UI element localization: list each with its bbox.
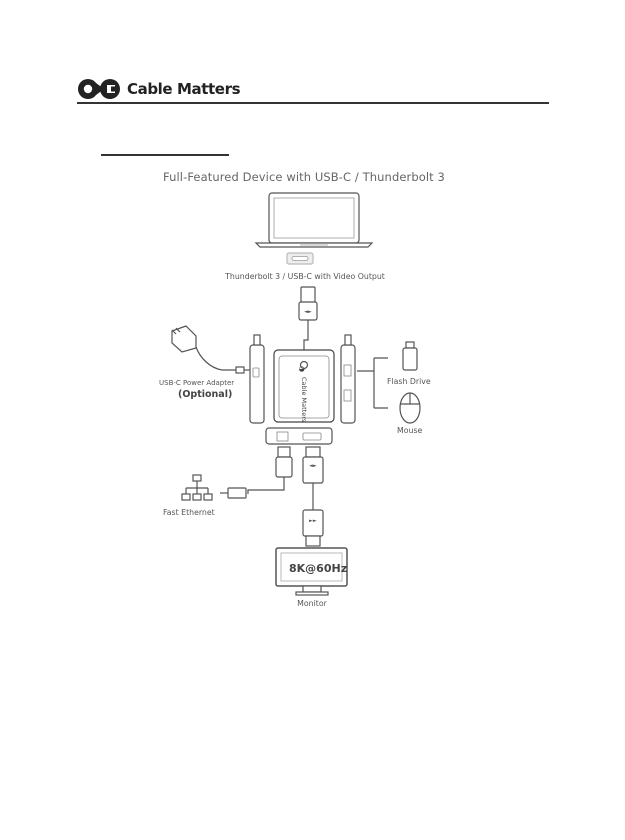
fast-ethernet-label: Fast Ethernet: [163, 508, 215, 517]
monitor-resolution: 8K@60Hz: [289, 562, 347, 575]
laptop-icon: [256, 193, 372, 247]
svg-text:►►: ►►: [309, 518, 317, 524]
mouse-label: Mouse: [397, 426, 422, 435]
laptop-port-label: Thunderbolt 3 / USB-C with Video Output: [175, 272, 435, 281]
usb-c-port-icon: [287, 253, 313, 264]
displayport-cable-icon: ◄► ►►: [303, 447, 323, 546]
power-adapter-label: USB-C Power Adapter: [159, 379, 234, 387]
hub-side-left-icon: [250, 335, 264, 423]
usb-c-cable-icon: ◄►: [299, 287, 317, 350]
hub-brand-label: Cable Matters: [300, 377, 308, 423]
flash-drive-label: Flash Drive: [387, 377, 431, 386]
ethernet-cable-icon: [220, 447, 292, 498]
svg-text:◄►: ◄►: [309, 463, 317, 469]
optional-label: (Optional): [178, 389, 232, 400]
peripheral-bracket: [357, 358, 388, 408]
power-adapter-icon: [172, 326, 250, 373]
mouse-icon: [400, 393, 420, 423]
hub-brand-logo-icon: ◑: [298, 366, 306, 372]
monitor-label: Monitor: [262, 599, 362, 608]
svg-text:◄►: ◄►: [304, 309, 312, 315]
hub-side-right-icon: [341, 335, 355, 423]
network-icon: [182, 475, 212, 500]
hub-bottom-ports-icon: [266, 428, 332, 444]
flash-drive-icon: [403, 342, 417, 370]
